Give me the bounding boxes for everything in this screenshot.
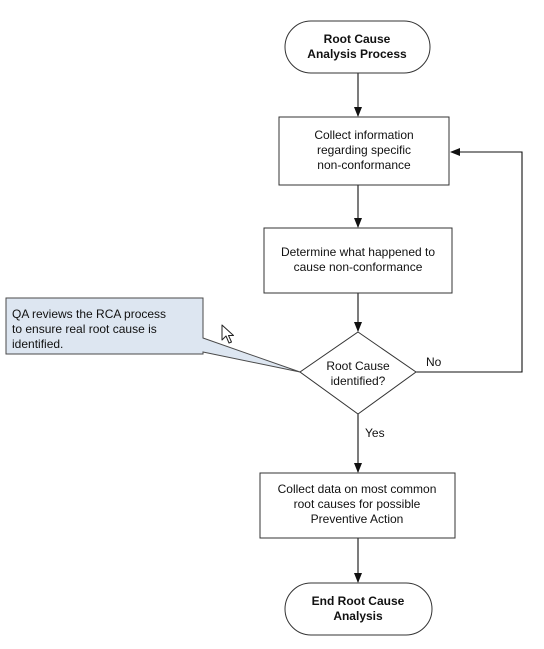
collect-data-box	[259, 472, 456, 539]
collect-info-line-1: Collect information	[314, 128, 413, 142]
callout-line-1: QA reviews the RCA process	[12, 307, 166, 321]
process-collect-data: Collect data on most common root causes …	[259, 472, 456, 539]
start-terminator: Root Cause Analysis Process	[284, 20, 431, 74]
mouse-pointer-icon	[221, 324, 234, 344]
end-shape	[284, 582, 433, 636]
collect-data-line-3: Preventive Action	[311, 512, 404, 526]
callout-line-3: identified.	[12, 337, 63, 351]
decision-root-cause-identified: Root Cause identified?	[299, 331, 417, 415]
end-terminator: End Root Cause Analysis	[284, 582, 433, 636]
callout-box	[5, 297, 301, 373]
callout-line-2: to ensure real root cause is	[12, 322, 157, 336]
decision-line-2: identified?	[331, 374, 386, 388]
qa-review-callout: QA reviews the RCA process to ensure rea…	[5, 297, 301, 373]
edge-label-yes: Yes	[365, 426, 385, 440]
connectors	[354, 73, 523, 583]
end-line-1: End Root Cause	[312, 594, 405, 608]
collect-info-line-3: non-conformance	[317, 158, 411, 172]
start-line-2: Analysis Process	[307, 47, 407, 61]
process-collect-information: Collect information regarding specific n…	[278, 116, 450, 186]
collect-info-line-2: regarding specific	[317, 143, 411, 157]
decision-line-1: Root Cause	[326, 359, 390, 373]
collect-data-line-1: Collect data on most common	[278, 482, 437, 496]
determine-line-1: Determine what happened to	[281, 245, 435, 259]
edge-label-no: No	[426, 355, 442, 369]
determine-box	[263, 227, 453, 294]
collect-data-line-2: root causes for possible	[294, 497, 421, 511]
connector-decision-no-loop	[416, 148, 523, 373]
determine-line-2: cause non-conformance	[294, 260, 423, 274]
start-shape	[284, 20, 431, 74]
start-line-1: Root Cause	[324, 32, 391, 46]
collect-info-box	[278, 116, 450, 186]
end-line-2: Analysis	[333, 609, 383, 623]
decision-diamond	[299, 331, 417, 415]
process-determine-what-happened: Determine what happened to cause non-con…	[263, 227, 453, 294]
